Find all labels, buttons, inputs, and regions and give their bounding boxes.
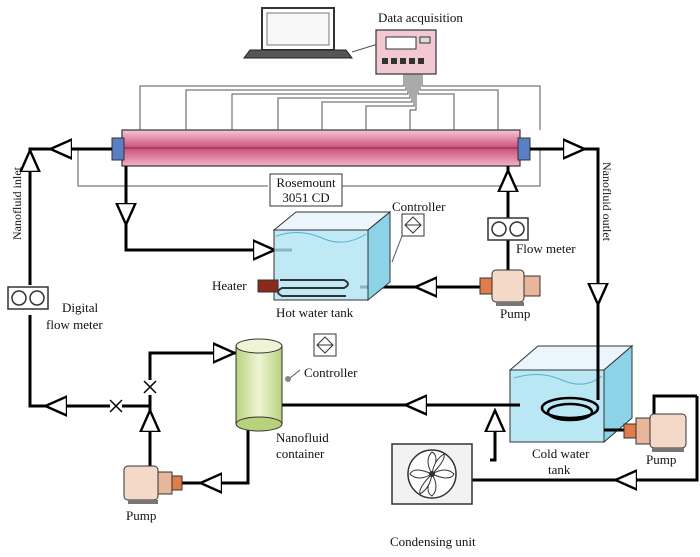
heater-icon (257, 279, 279, 293)
valve-icon (109, 380, 157, 413)
laptop-icon (243, 7, 353, 59)
controller-top-label: Controller (392, 199, 446, 214)
data-acquisition-unit (375, 29, 437, 75)
nanofluid-container (235, 338, 283, 432)
pump-icon-hot (479, 269, 541, 306)
rosemount-label: Rosemount (276, 175, 336, 190)
cold-water-tank-label-1: Cold water (532, 446, 590, 461)
pump-left-label: Pump (126, 508, 156, 523)
nanofluid-container-label-2: container (276, 446, 325, 461)
digital-flow-meter-icon (7, 286, 49, 310)
pump-hot-label: Pump (500, 306, 530, 321)
rosemount-box (269, 173, 343, 207)
flow-meter-icon (487, 217, 529, 241)
condensing-unit (391, 443, 473, 505)
pump-icon-right (623, 413, 687, 452)
hot-water-arrows (126, 180, 508, 287)
heater-label: Heater (212, 278, 247, 293)
hot-water-tank (272, 210, 392, 302)
condensing-unit-label: Condensing unit (390, 534, 476, 549)
cold-water-tank-label-2: tank (548, 462, 571, 477)
hot-water-tank-label: Hot water tank (276, 305, 354, 320)
pump-icon-left (123, 465, 183, 504)
controller-icon (391, 213, 425, 263)
thermocouple-wires (77, 74, 541, 187)
digital-flow-meter-label-2: flow meter (46, 317, 103, 332)
cold-water-arrows (495, 420, 650, 480)
controller-icon-mid (285, 333, 337, 382)
data-acquisition-label: Data acquisition (378, 10, 463, 25)
nanofluid-outlet-label: Nanofluid outlet (600, 162, 614, 242)
rosemount-model-label: 3051 CD (282, 190, 329, 205)
digital-flow-meter-label-1: Digital (62, 300, 98, 315)
fan-icon (409, 451, 455, 497)
flow-arrows (30, 149, 598, 483)
controller-mid-label: Controller (304, 365, 358, 380)
nanofluid-inlet-label: Nanofluid inlet (10, 166, 24, 240)
cold-water-tank (508, 342, 634, 444)
flow-meter-label: Flow meter (516, 241, 576, 256)
pump-right-label: Pump (646, 452, 676, 467)
test-section-tube (111, 129, 531, 167)
nanofluid-container-label-1: Nanofluid (276, 430, 329, 445)
